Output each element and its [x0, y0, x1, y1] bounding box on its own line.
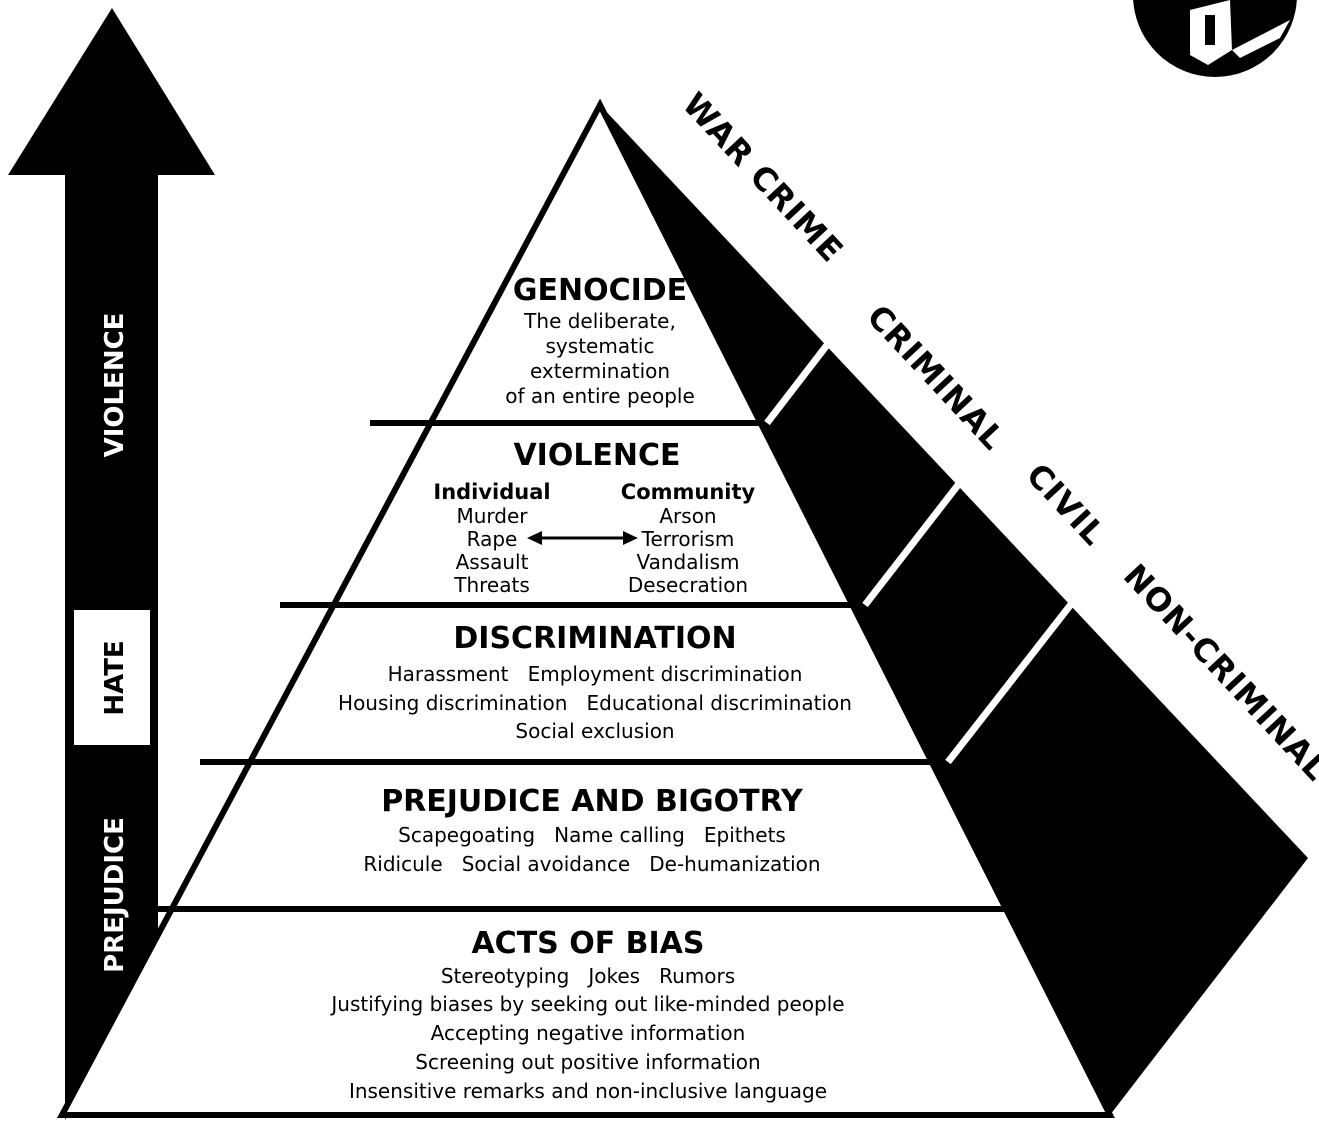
tier-line: extermination: [530, 359, 670, 383]
tier-title: PREJUDICE AND BIGOTRY: [381, 784, 804, 819]
tier-line: Scapegoating Name calling Epithets: [398, 823, 786, 847]
side-face-separators: [764, 342, 1075, 765]
tier-line: Harassment Employment discrimination: [388, 662, 803, 686]
axis-label-hate: HATE: [100, 640, 130, 715]
tier-line: Accepting negative information: [431, 1021, 746, 1045]
tier-line: Ridicule Social avoidance De-humanizatio…: [363, 852, 820, 876]
axis-label-violence: VIOLENCE: [100, 313, 130, 458]
arrow-head: [8, 8, 215, 175]
front-face: [57, 98, 1115, 1118]
tier-line: of an entire people: [505, 384, 695, 408]
tier-line: The deliberate,: [523, 309, 676, 333]
side-separator: [945, 600, 1075, 765]
violence-item: Assault: [456, 550, 529, 574]
column-heading-individual: Individual: [433, 480, 550, 504]
tier-acts-of-bias: ACTS OF BIAS Stereotyping Jokes Rumors J…: [329, 926, 844, 1103]
tier-violence: VIOLENCE Individual Community Murder Rap…: [433, 438, 755, 597]
tier-line: Housing discrimination Educational discr…: [338, 691, 852, 715]
tier-line: Justifying biases by seeking out like-mi…: [329, 992, 844, 1016]
violence-item: Rape: [467, 527, 518, 551]
axis-label-prejudice: PREJUDICE: [100, 817, 130, 973]
hate-band: [74, 610, 150, 745]
tier-line: Stereotyping Jokes Rumors: [441, 964, 735, 988]
tier-genocide: GENOCIDE The deliberate, systematic exte…: [505, 273, 695, 408]
tier-title: GENOCIDE: [513, 273, 687, 308]
tier-line: Screening out positive information: [415, 1050, 760, 1074]
violence-item: Threats: [453, 573, 530, 597]
violence-item: Vandalism: [636, 550, 739, 574]
violence-item: Murder: [456, 504, 528, 528]
tier-discrimination: DISCRIMINATION Harassment Employment dis…: [338, 621, 852, 743]
side-separator: [862, 482, 961, 608]
tier-line: systematic: [546, 334, 655, 358]
tier-line: Insensitive remarks and non-inclusive la…: [349, 1079, 827, 1103]
violence-item: Terrorism: [641, 527, 735, 551]
corner-logo-icon: [1133, 0, 1297, 77]
violence-item: Desecration: [628, 573, 748, 597]
column-heading-community: Community: [621, 480, 756, 504]
side-separator: [764, 342, 830, 426]
tier-title: DISCRIMINATION: [453, 621, 736, 656]
pyramid-front-face: [57, 98, 1115, 1118]
tier-prejudice-and-bigotry: PREJUDICE AND BIGOTRY Scapegoating Name …: [363, 784, 820, 876]
label-civil: CIVIL: [1019, 456, 1113, 553]
tier-title: VIOLENCE: [513, 438, 680, 473]
two-way-arrow-icon: [527, 531, 638, 545]
escalation-arrow: VIOLENCE HATE PREJUDICE: [8, 8, 215, 1120]
tier-title: ACTS OF BIAS: [471, 926, 704, 961]
tier-line: Social exclusion: [515, 719, 674, 743]
violence-item: Arson: [659, 504, 716, 528]
